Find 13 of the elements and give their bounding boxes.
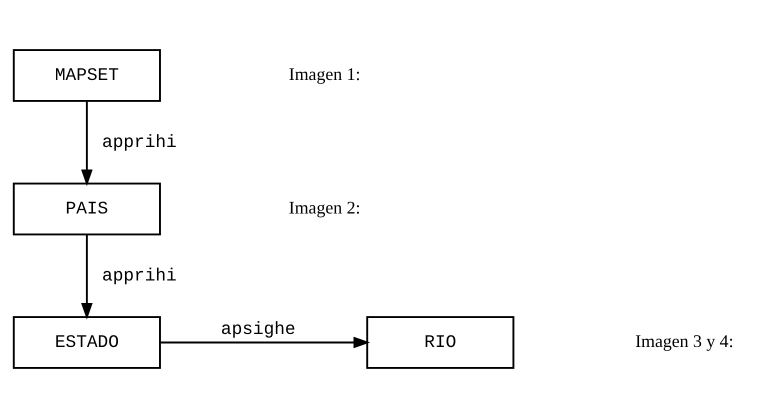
label: Imagen 3 y 4: xyxy=(635,330,734,351)
edge-label: apprihi xyxy=(102,266,177,286)
edge-label: apprihi xyxy=(102,132,177,152)
node-box: MAPSET xyxy=(12,48,161,102)
node-box: PAIS xyxy=(12,182,161,235)
edge-label: apsighe xyxy=(220,319,296,340)
label: Imagen 2: xyxy=(288,197,360,218)
arrow xyxy=(81,100,93,186)
arrow xyxy=(160,336,370,348)
arrow xyxy=(81,234,93,320)
node-box: RIO xyxy=(366,316,514,368)
node-box: ESTADO xyxy=(12,316,161,368)
label: Imagen 1: xyxy=(288,64,360,84)
